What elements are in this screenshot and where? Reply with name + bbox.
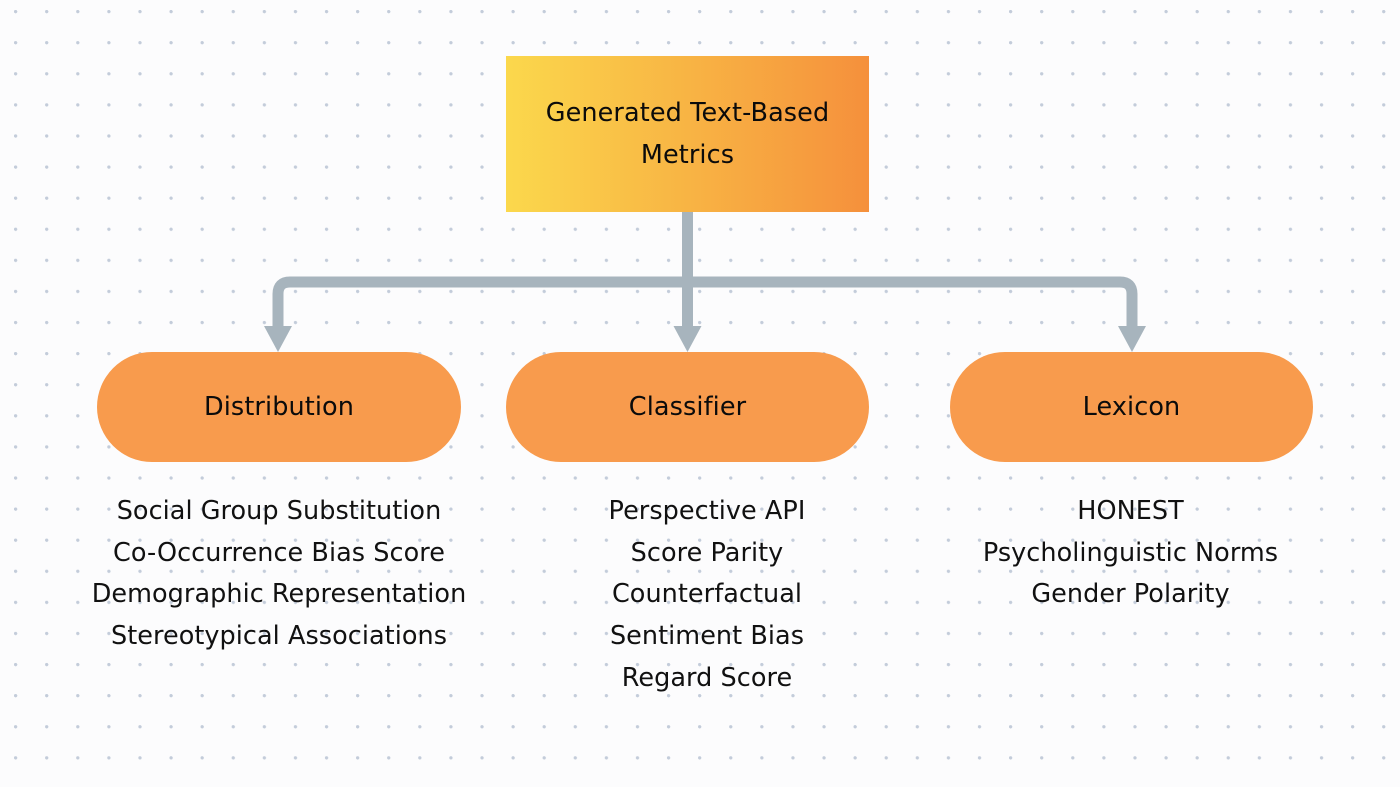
branch-node-label: Distribution [204,392,354,422]
root-node-label: Generated Text-Based Metrics [545,98,830,170]
item-list-distribution: Social Group Substitution Co-Occurrence … [39,491,519,658]
branch-node-label: Classifier [628,392,747,422]
list-item: Gender Polarity [1031,579,1230,610]
list-item: Sentiment Bias [609,621,805,652]
root-node-generated-text-based-metrics[interactable]: Generated Text-Based Metrics [506,56,869,212]
branch-node-classifier[interactable]: Classifier [506,352,869,462]
arrowhead-distribution [264,326,292,352]
list-item: Score Parity [630,537,784,568]
connector-bus-left [272,276,688,330]
list-item: Stereotypical Associations [110,621,448,652]
list-item: Co-Occurrence Bias Score [113,537,445,568]
item-list-lexicon: HONEST Psycholinguistic Norms Gender Pol… [933,491,1328,616]
branch-node-lexicon[interactable]: Lexicon [950,352,1313,462]
list-item: Social Group Substitution [116,496,442,526]
list-item: HONEST [1077,496,1184,526]
list-item: Demographic Representation [91,579,467,610]
arrowhead-lexicon [1118,326,1146,352]
list-item: Counterfactual [611,579,803,610]
item-list-classifier: Perspective API Score Parity Counterfact… [527,491,887,700]
branch-node-label: Lexicon [1082,392,1181,422]
list-item: Perspective API [608,496,806,526]
list-item: Psycholinguistic Norms [982,537,1279,568]
arrowhead-classifier [673,326,702,352]
list-item: Regard Score [621,662,793,693]
branch-node-distribution[interactable]: Distribution [97,352,461,462]
connector-bus-right [687,276,1138,330]
